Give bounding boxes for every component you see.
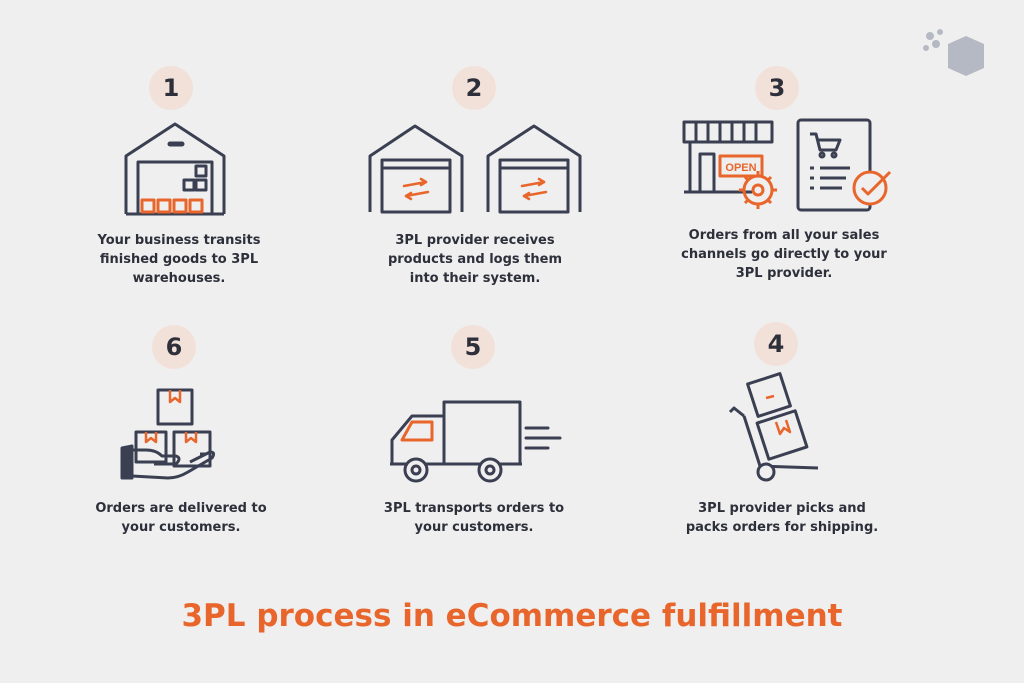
step-number-badge: 4 (754, 322, 798, 366)
step-description: 3PL transports orders to your customers. (383, 501, 565, 535)
step-description: Orders from all your sales channels go d… (681, 228, 887, 281)
step-number-badge: 3 (755, 66, 799, 110)
step-number-badge: 2 (452, 66, 496, 110)
delivery-truck-icon (390, 400, 562, 483)
step-description: 3PL provider receives products and logs … (387, 233, 563, 286)
page-title: 3PL process in eCommerce fulfillment (181, 598, 843, 634)
step-description: 3PL provider picks and packs orders for … (685, 501, 879, 535)
open-sign: OPEN (725, 162, 756, 174)
step-description: Your business transits finished goods to… (97, 233, 261, 286)
store-order-icon: OPEN (682, 118, 892, 212)
hand-truck-icon (728, 372, 819, 482)
warehouse-doors-icon (368, 124, 582, 214)
warehouse-icon (124, 122, 226, 216)
step-number-badge: 1 (149, 66, 193, 110)
step-description: Orders are delivered to your customers. (95, 501, 267, 535)
step-number-badge: 6 (152, 325, 196, 369)
step-number-badge: 5 (451, 325, 495, 369)
hand-boxes-icon (120, 388, 216, 480)
brand-logo-icon (923, 29, 984, 76)
